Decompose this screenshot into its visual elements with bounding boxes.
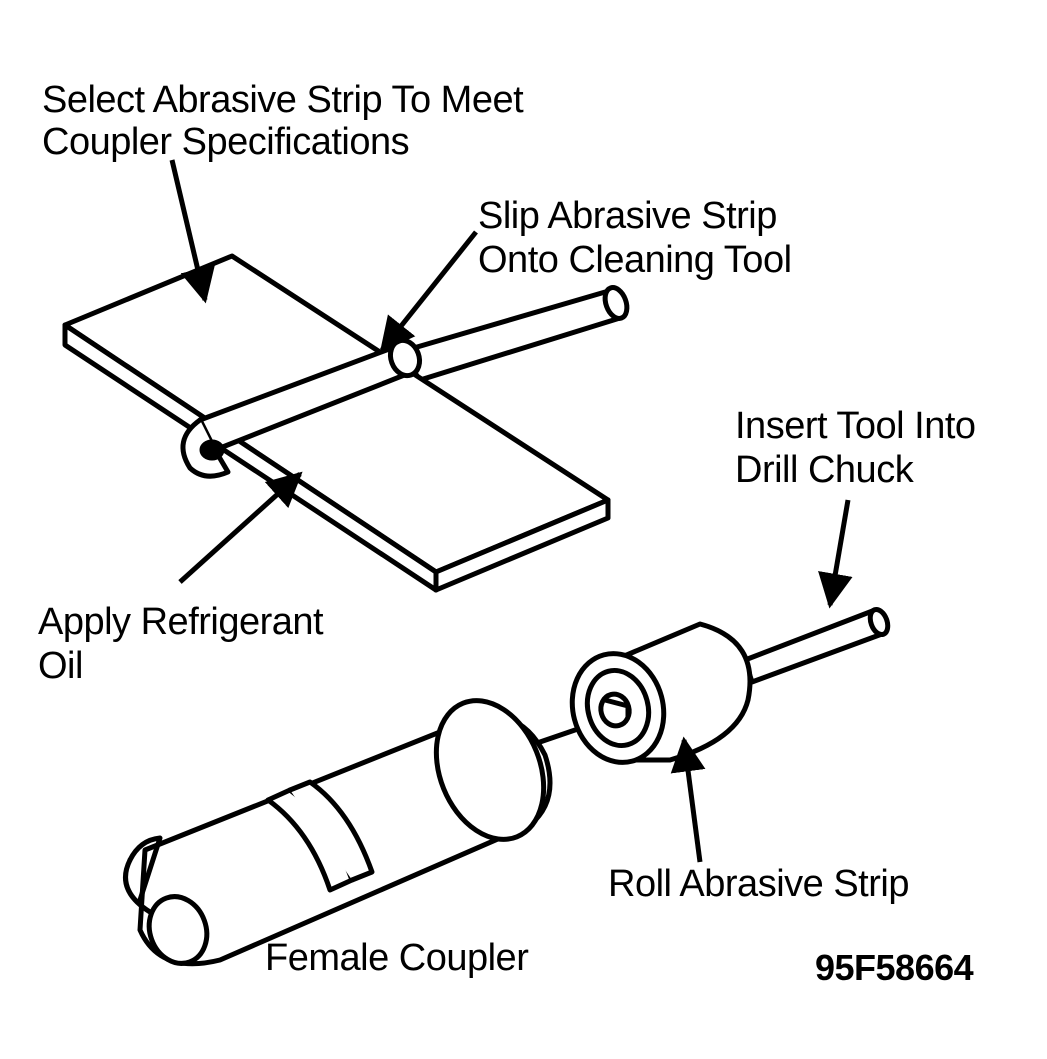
label-apply-oil-line2: Oil	[38, 645, 83, 687]
axis-line	[537, 727, 578, 745]
figure-code: 95F58664	[815, 947, 974, 988]
label-female-coupler: Female Coupler	[265, 937, 529, 979]
arrow-select-strip	[169, 159, 215, 304]
label-select-strip-line2: Coupler Specifications	[42, 121, 410, 163]
label-insert-tool-line1: Insert Tool Into	[735, 405, 976, 447]
strip-fold-on-tool	[180, 337, 423, 479]
label-insert-tool-line2: Drill Chuck	[735, 449, 914, 491]
label-apply-oil-line1: Apply Refrigerant	[38, 601, 324, 643]
arrow-roll-strip	[670, 736, 706, 863]
female-coupler-body	[123, 698, 553, 967]
drill-tool-rod	[742, 606, 891, 685]
arrow-slip-strip	[379, 230, 478, 353]
arrow-insert-tool	[818, 499, 853, 609]
rolled-abrasive-strip	[569, 621, 753, 765]
label-select-strip-line1: Select Abrasive Strip To Meet	[42, 79, 524, 121]
arrow-apply-oil	[178, 471, 303, 584]
abrasive-strip-sheet	[62, 253, 611, 593]
label-slip-strip-line2: Onto Cleaning Tool	[478, 239, 792, 281]
label-slip-strip-line1: Slip Abrasive Strip	[478, 195, 777, 237]
cleaning-tool-rod	[397, 285, 630, 383]
label-roll-strip: Roll Abrasive Strip	[608, 863, 909, 905]
